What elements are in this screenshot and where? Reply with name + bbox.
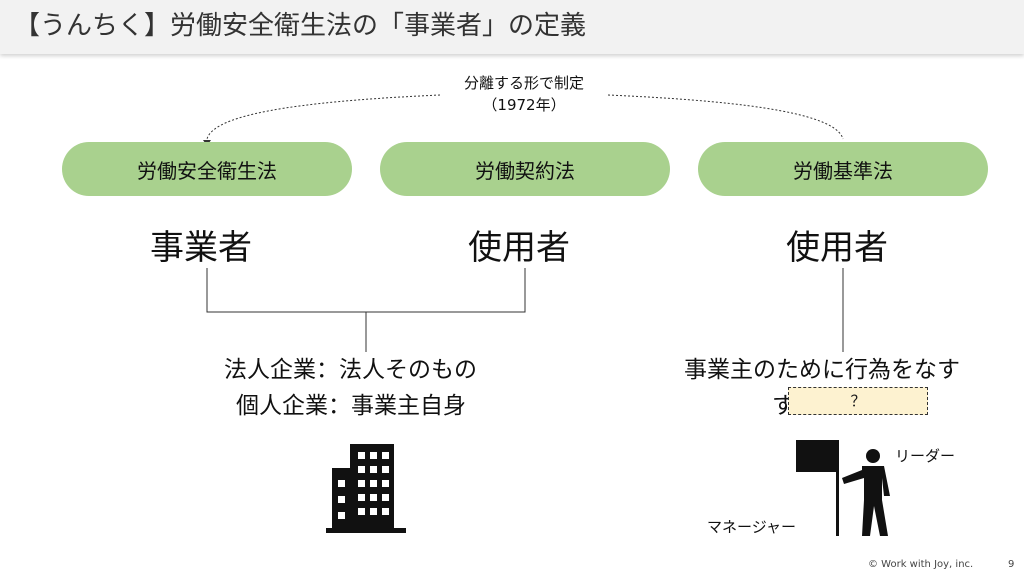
business-definition: 法人企業：法人そのもの 個人企業：事業主自身 [224,352,477,424]
business-definition-line2: 個人企業：事業主自身 [236,393,466,419]
term-employer-contract: 使用者 [468,228,570,268]
employer-definition: 事業主のために行為をなす す [684,352,960,424]
hidden-answer-placeholder: ？ [788,387,928,415]
title-bar: 【うんちく】労働安全衛生法の「事業者」の定義 [0,0,1024,54]
law-name: 労働基準法 [793,158,893,183]
separation-arc-left [206,94,441,140]
law-pill-safety-health: 労働安全衛生法 [62,142,352,196]
leader-with-flag-icon [796,440,890,536]
bracket-line [206,268,526,313]
copyright: © Work with Joy, inc. [868,559,974,570]
slide-title: 【うんちく】労働安全衛生法の「事業者」の定義 [14,11,587,41]
building-icon [326,444,406,533]
term-business-operator: 事業者 [150,228,252,268]
separation-note: 分離する形で制定 （1972年） [440,72,608,116]
separation-note-line1: 分離する形で制定 [463,74,584,92]
law-pill-standards: 労働基準法 [698,142,988,196]
law-name: 労働契約法 [475,158,575,183]
manager-label: マネージャー [707,518,796,536]
law-pill-contract: 労働契約法 [380,142,670,196]
law-name: 労働安全衛生法 [137,158,277,183]
employer-definition-line1: 事業主のために行為をなす [684,357,960,383]
page-number: 9 [1008,559,1015,570]
separation-arc-right [607,94,844,140]
separation-note-line2: （1972年） [482,96,566,114]
business-definition-line1: 法人企業：法人そのもの [224,357,477,383]
leader-label: リーダー [895,447,956,465]
term-employer-standards: 使用者 [786,228,888,268]
